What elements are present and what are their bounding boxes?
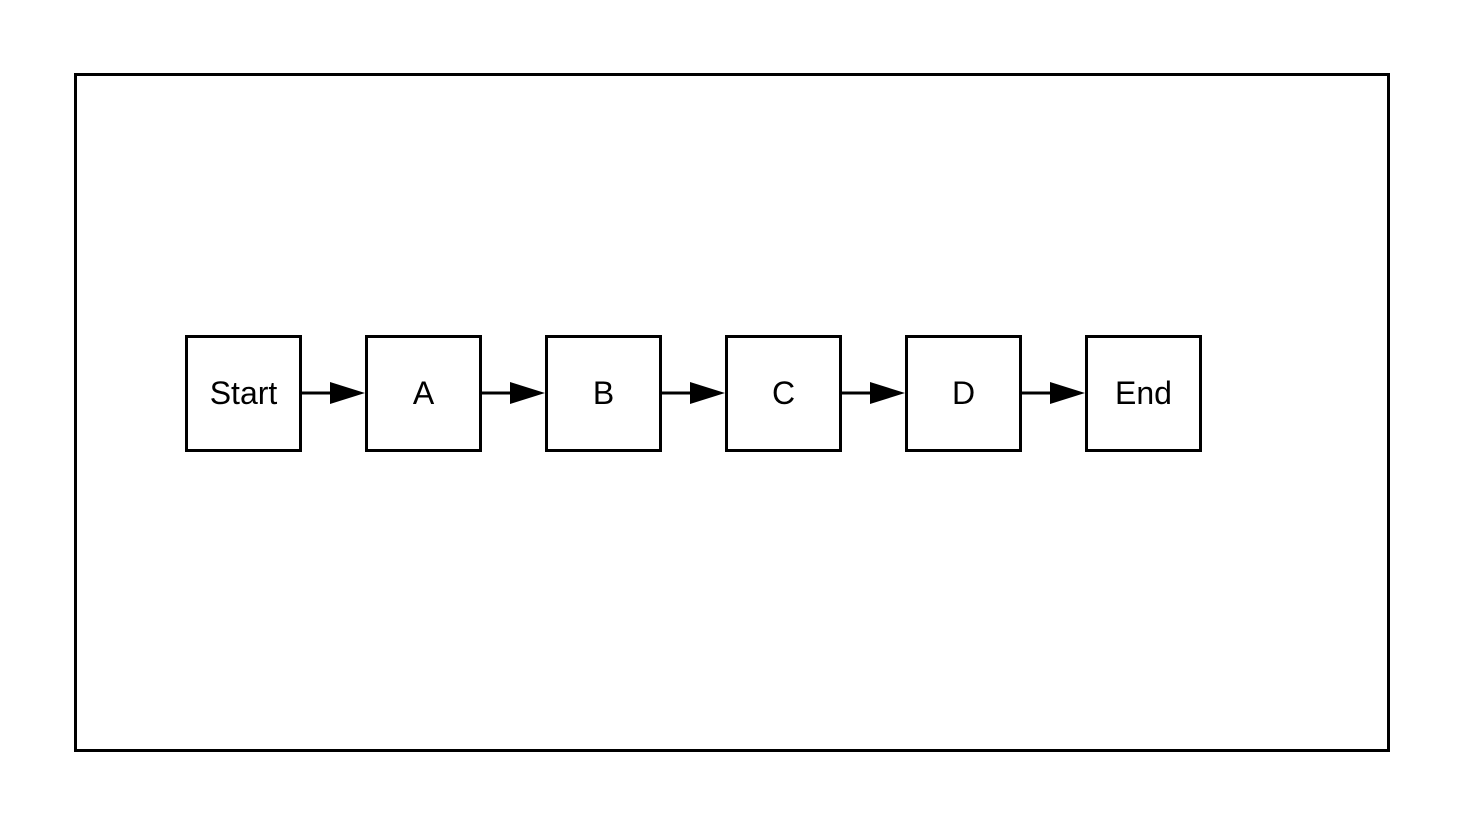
node-end: End	[1085, 335, 1202, 452]
node-d: D	[905, 335, 1022, 452]
node-d-label: D	[951, 375, 976, 411]
node-c: C	[725, 335, 842, 452]
node-b-label: B	[592, 375, 615, 411]
node-start: Start	[185, 335, 302, 452]
node-start-label: Start	[209, 375, 278, 411]
node-end-label: End	[1115, 375, 1172, 411]
node-a-label: A	[412, 375, 435, 411]
node-b: B	[545, 335, 662, 452]
node-a: A	[365, 335, 482, 452]
node-c-label: C	[771, 375, 796, 411]
